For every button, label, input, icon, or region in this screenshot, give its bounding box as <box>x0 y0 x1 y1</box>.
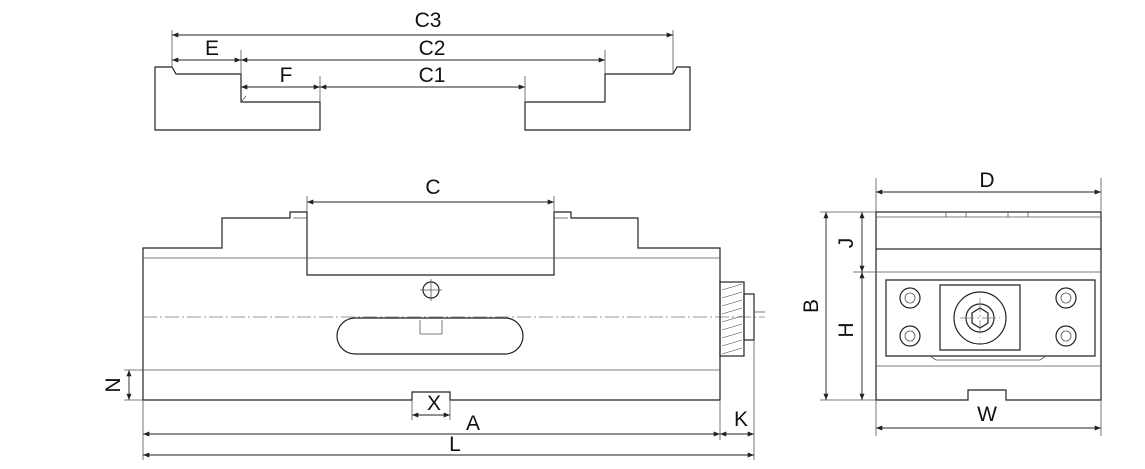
label-f: F <box>280 64 293 87</box>
label-e: E <box>205 37 219 60</box>
label-c: C <box>425 176 440 199</box>
label-a: A <box>466 412 480 435</box>
label-x: X <box>427 392 441 415</box>
label-c2: C2 <box>419 37 446 60</box>
label-w: W <box>977 403 997 426</box>
label-j: J <box>835 238 858 249</box>
end-plate <box>885 279 1096 357</box>
label-h: H <box>835 322 858 337</box>
side-body-outline <box>875 249 1102 401</box>
side-jaw-block <box>875 211 1102 250</box>
right-jaw-outline <box>524 66 691 131</box>
vise-body-outline <box>142 211 721 401</box>
bolt-holes <box>899 287 1077 347</box>
vise-side-view: D W B J H <box>800 169 1102 436</box>
label-c1: C1 <box>419 64 446 87</box>
label-k: K <box>734 408 748 431</box>
guide-slot <box>336 317 524 355</box>
label-c3: C3 <box>415 9 442 32</box>
center-boss <box>939 284 1021 351</box>
label-d: D <box>979 169 994 192</box>
vise-front-view: C N X A K L <box>102 176 765 460</box>
jaw-profile-view: C3 C2 E C1 F <box>154 9 691 131</box>
label-n: N <box>102 377 125 392</box>
spindle-knob <box>719 281 765 357</box>
label-l: L <box>449 433 461 456</box>
label-b: B <box>800 299 823 313</box>
spindle-bearing <box>953 291 1007 345</box>
left-jaw-outline <box>154 66 321 131</box>
